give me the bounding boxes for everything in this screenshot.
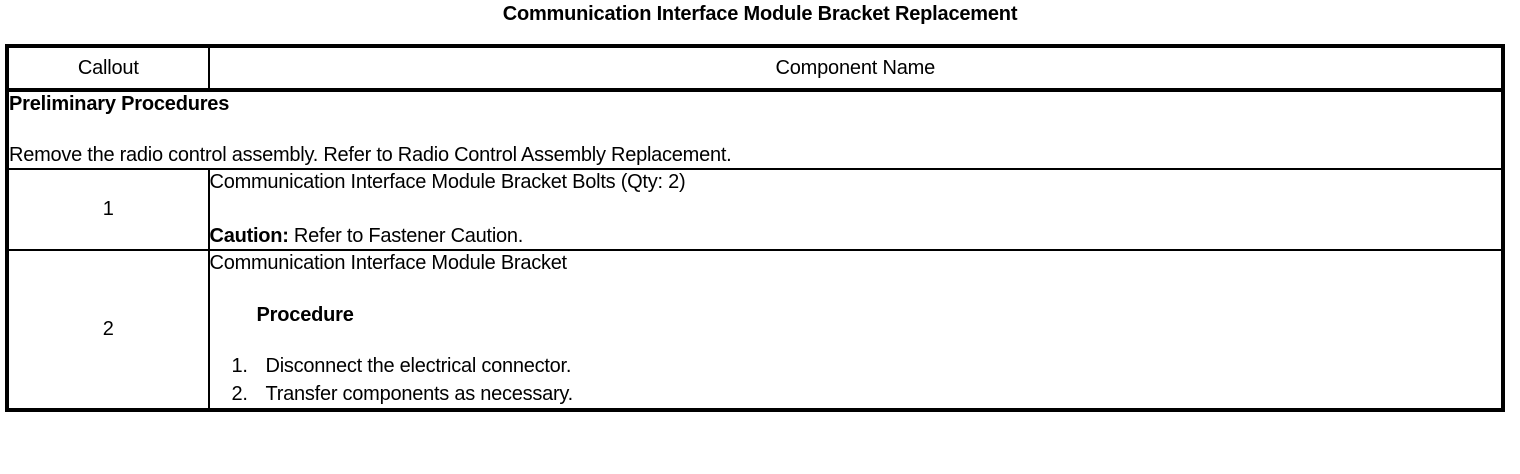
preliminary-procedures-text: Remove the radio control assembly. Refer… [9,144,732,166]
preliminary-procedures-heading: Preliminary Procedures [9,93,230,115]
procedure-heading: Procedure [256,304,354,326]
column-header-component-name: Component Name [207,45,1505,92]
page-title: Communication Interface Module Bracket R… [502,3,1018,25]
table-row: 2 Communication Interface Module Bracket… [6,249,1505,411]
step-number: 1. [231,355,248,377]
step-text: Transfer components as necessary. [265,383,574,405]
preliminary-procedures-row: Preliminary Procedures Remove the radio … [6,89,1504,170]
table-header-row: Callout Component Name [6,45,1505,92]
procedure-step-list: 1. Disconnect the electrical connector. 2… [210,352,1501,408]
callout-number: 2 [6,249,210,411]
callout-number: 1 [6,168,210,251]
component-name-text: Communication Interface Module Bracket B… [209,171,686,193]
component-name-text: Communication Interface Module Bracket [209,252,568,274]
caution-text: Refer to Fastener Caution. [288,225,524,247]
step-text: Disconnect the electrical connector. [265,355,572,377]
step-number: 2. [231,383,248,405]
column-header-callout: Callout [6,45,210,92]
preliminary-procedures-cell: Preliminary Procedures Remove the radio … [6,89,1504,170]
list-item: 1. Disconnect the electrical connector. [210,352,1501,380]
procedure-table: Callout Component Name Preliminary Proce… [5,44,1505,412]
table-row: 1 Communication Interface Module Bracket… [6,168,1505,251]
caution-label: Caution: [209,225,289,247]
component-name-cell: Communication Interface Module Bracket P… [207,249,1505,411]
component-name-cell: Communication Interface Module Bracket B… [207,168,1505,251]
caution-note: Caution: Refer to Fastener Caution. [210,224,1501,249]
list-item: 2. Transfer components as necessary. [210,380,1501,408]
